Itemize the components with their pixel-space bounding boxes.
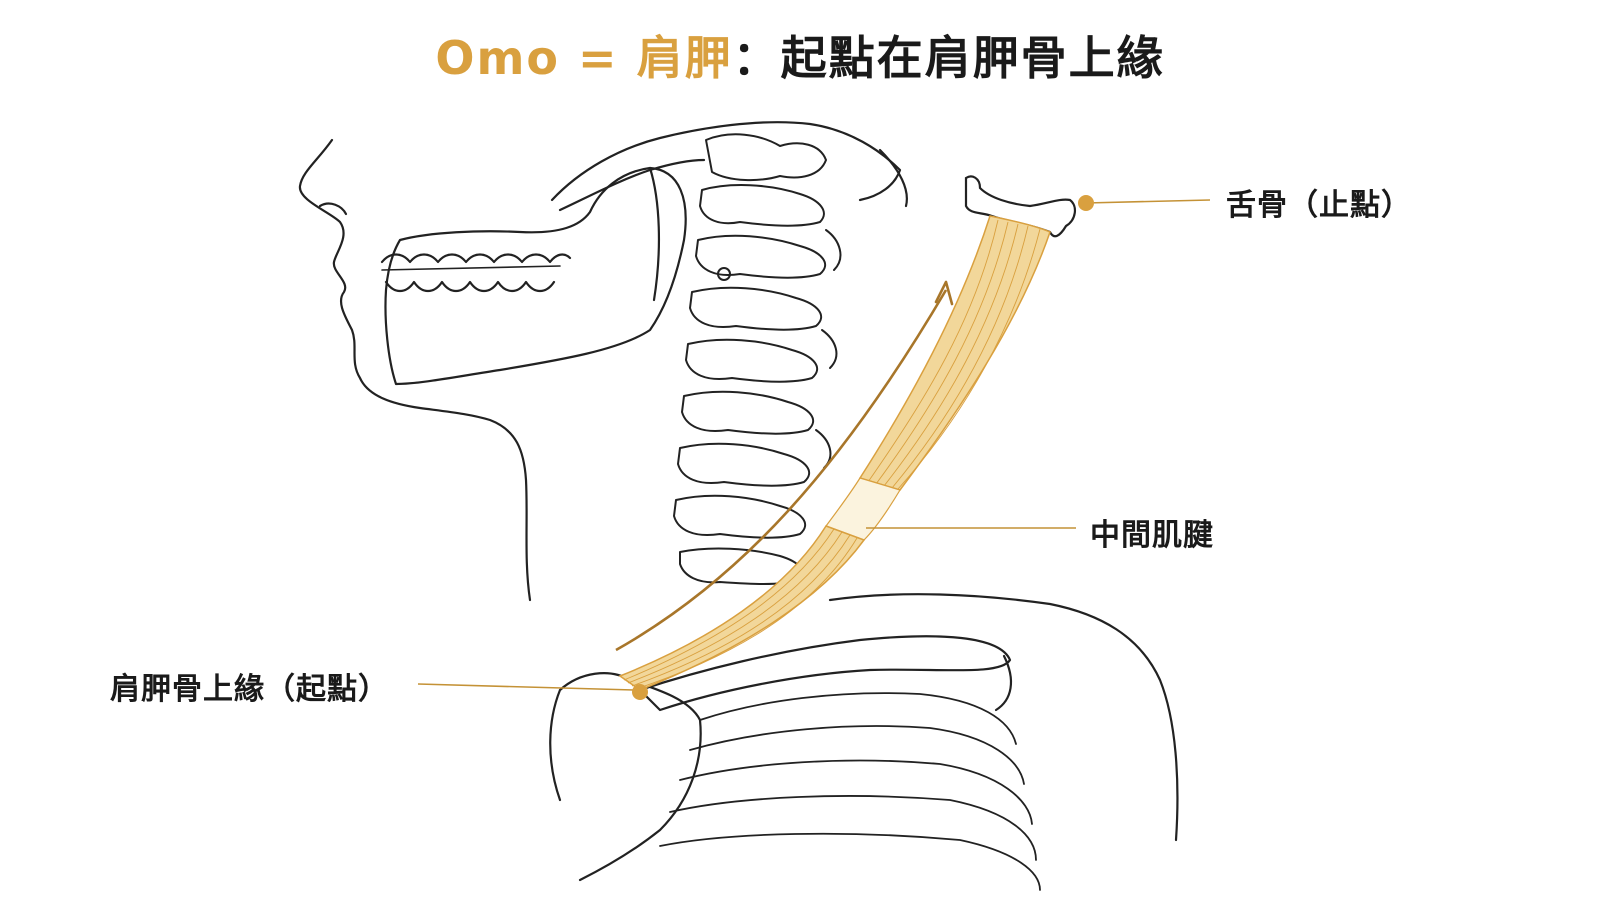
rib-cage [659,692,1041,891]
intermediate-tendon-label: 中間肌腱 [1090,518,1214,553]
direction-arrowhead-icon [934,280,954,306]
shoulder-outline [828,593,1179,842]
title-omo-meaning: Omo = 肩胛 [435,31,733,85]
scapula-leader-line [417,683,635,691]
nostril [318,202,348,216]
cervical-spine [673,133,842,585]
mandible-ramus [648,166,661,302]
scapula-outline [549,672,702,882]
clavicle [638,635,1012,712]
acromion [994,654,1012,712]
hyoid-insertion-label: 舌骨（止點） [1226,188,1412,223]
neck-back-outline [878,148,908,208]
direction-arrow [615,289,948,652]
face-profile-outline [298,138,532,602]
title-origin-text: 起點在肩胛骨上緣 [780,31,1165,85]
omohyoid-superior-belly [858,215,1051,491]
upper-teeth [380,253,572,264]
page-title: Omo = 肩胛：起點在肩胛骨上緣 [0,22,1600,88]
scapula-origin-label: 肩胛骨上緣（起點） [110,672,389,707]
hyoid-leader-line [1085,199,1211,204]
scapula-origin-marker [632,684,648,700]
lower-teeth [384,280,556,293]
hyoid-insertion-marker [1078,195,1094,211]
mandible-outline [384,166,687,386]
title-separator: ： [732,31,781,85]
zygomatic-arch [558,158,706,212]
